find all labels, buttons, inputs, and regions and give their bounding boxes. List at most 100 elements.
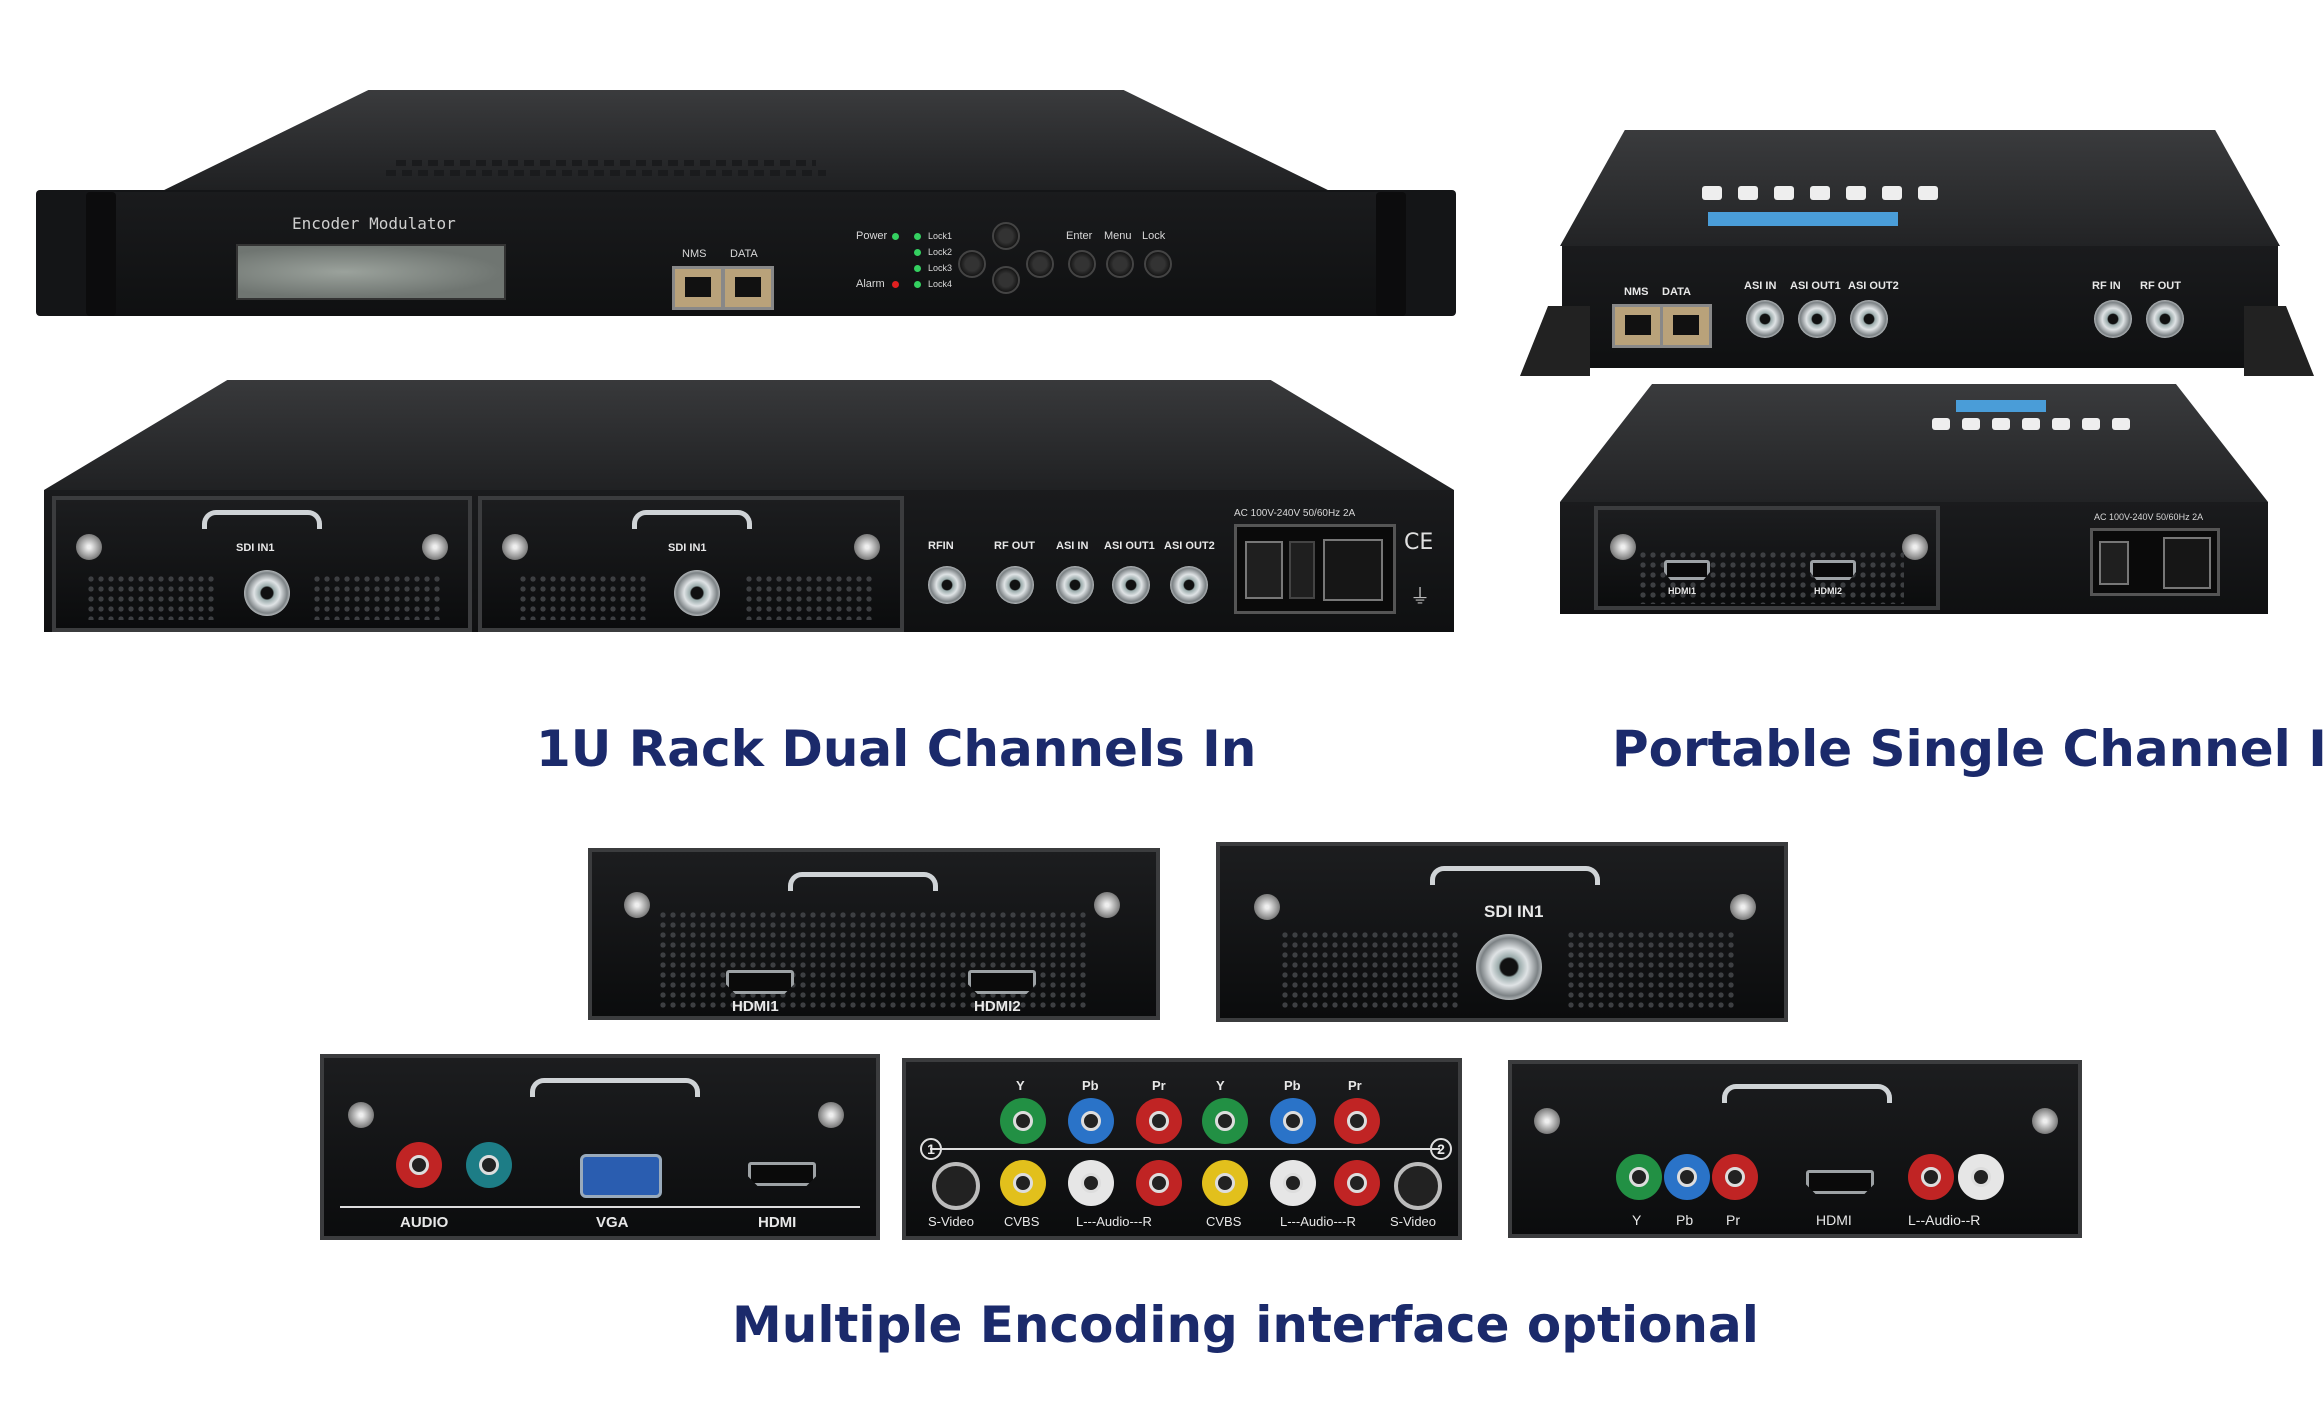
module-handle[interactable] — [530, 1078, 700, 1097]
lock4-label: Lock4 — [928, 279, 953, 289]
power-switch[interactable] — [1245, 541, 1283, 599]
portable-asi-out1-label: ASI OUT1 — [1790, 280, 1841, 292]
audio1-right-jack[interactable] — [1136, 1160, 1182, 1206]
front-title: Encoder Modulator — [292, 214, 456, 233]
component-audio-label: L--Audio--R — [1908, 1212, 1981, 1228]
module-handle[interactable] — [1722, 1084, 1892, 1103]
svideo1-jack[interactable] — [932, 1162, 980, 1210]
asi-out2-connector[interactable] — [1170, 566, 1208, 604]
ypbpr-pr2-jack[interactable] — [1334, 1098, 1380, 1144]
card2-sdi-connector[interactable] — [674, 570, 720, 616]
asi-in-label: ASI IN — [1056, 540, 1089, 552]
cvbs2-jack[interactable] — [1202, 1160, 1248, 1206]
menu-button[interactable] — [1106, 250, 1134, 278]
component-pr-jack[interactable] — [1712, 1154, 1758, 1200]
caption-interfaces: Multiple Encoding interface optional — [732, 1296, 1759, 1354]
component-audio-right-jack[interactable] — [1958, 1154, 2004, 1200]
ypbpr-pb2-jack[interactable] — [1270, 1098, 1316, 1144]
front-data-port[interactable] — [722, 266, 774, 310]
portable-nms-port[interactable] — [1612, 304, 1664, 348]
enter-button[interactable] — [1068, 250, 1096, 278]
portable-asi-out2-connector[interactable] — [1850, 300, 1888, 338]
power-inlet[interactable] — [1323, 539, 1383, 601]
portable-asi-in-label: ASI IN — [1744, 280, 1777, 292]
asi-out2-label: ASI OUT2 — [1164, 540, 1215, 552]
cvbs1-jack[interactable] — [1000, 1160, 1046, 1206]
portable-asi-out1-connector[interactable] — [1798, 300, 1836, 338]
cvbs1-label: CVBS — [1004, 1214, 1040, 1229]
lock2-led — [914, 249, 921, 256]
screw — [624, 892, 650, 918]
screw — [1094, 892, 1120, 918]
svideo2-jack[interactable] — [1394, 1162, 1442, 1210]
lock-button[interactable] — [1144, 250, 1172, 278]
rfout-connector[interactable] — [996, 566, 1034, 604]
front-data-label: DATA — [730, 248, 758, 260]
module-sdi-connector[interactable] — [1476, 934, 1542, 1000]
module-handle[interactable] — [1430, 866, 1600, 885]
lock2-label: Lock2 — [928, 247, 953, 257]
ypbpr-pr1-label: Pr — [1152, 1078, 1166, 1093]
portable-asi-in-connector[interactable] — [1746, 300, 1784, 338]
ce-mark: CE — [1404, 530, 1434, 555]
component-y-jack[interactable] — [1616, 1154, 1662, 1200]
down-arrow-button[interactable] — [992, 266, 1020, 294]
vga-port[interactable] — [580, 1154, 662, 1198]
audio2-right-jack[interactable] — [1334, 1160, 1380, 1206]
ypbpr-pb1-jack[interactable] — [1068, 1098, 1114, 1144]
portable-data-label: DATA — [1662, 286, 1691, 298]
portable-nms-label: NMS — [1624, 286, 1649, 298]
rfin-connector[interactable] — [928, 566, 966, 604]
asi-out1-label: ASI OUT1 — [1104, 540, 1155, 552]
asi-in-connector[interactable] — [1056, 566, 1094, 604]
portable-front-buttons — [1702, 186, 1962, 202]
audio2-left-jack[interactable] — [1270, 1160, 1316, 1206]
av-hdmi-port[interactable] — [748, 1162, 816, 1186]
screw — [502, 534, 528, 560]
audio-label: AUDIO — [400, 1214, 449, 1231]
module-handle[interactable] — [788, 872, 938, 891]
screw — [818, 1102, 844, 1128]
audio-left-jack[interactable] — [396, 1142, 442, 1188]
portable-rf-out-connector[interactable] — [2146, 300, 2184, 338]
screw — [76, 534, 102, 560]
rack-rear-top — [44, 380, 1454, 490]
module-hdmi1-port[interactable] — [726, 970, 794, 994]
card1-sdi-connector[interactable] — [244, 570, 290, 616]
portable2-hdmi2-port[interactable] — [1810, 560, 1856, 580]
card-handle[interactable] — [202, 510, 322, 529]
portable2-hdmi1-port[interactable] — [1664, 560, 1710, 580]
screw — [348, 1102, 374, 1128]
rear-sdi-card-1: SDI IN1 — [52, 496, 472, 632]
module-sdi: SDI IN1 — [1216, 842, 1788, 1022]
portable2-power-module — [2090, 528, 2220, 596]
card-vent — [744, 574, 874, 620]
module-hdmi1-label: HDMI1 — [732, 998, 779, 1015]
ypbpr-y2-label: Y — [1216, 1078, 1225, 1093]
svideo1-label: S-Video — [928, 1214, 975, 1229]
audio1-left-jack[interactable] — [1068, 1160, 1114, 1206]
up-arrow-button[interactable] — [992, 222, 1020, 250]
ypbpr-y1-jack[interactable] — [1000, 1098, 1046, 1144]
audio-right-jack[interactable] — [466, 1142, 512, 1188]
right-arrow-button[interactable] — [1026, 250, 1054, 278]
asi-out1-connector[interactable] — [1112, 566, 1150, 604]
ypbpr-pr1-jack[interactable] — [1136, 1098, 1182, 1144]
card-handle[interactable] — [632, 510, 752, 529]
left-arrow-button[interactable] — [958, 250, 986, 278]
component-hdmi-port[interactable] — [1806, 1170, 1874, 1194]
front-nms-port[interactable] — [672, 266, 724, 310]
component-pb-jack[interactable] — [1664, 1154, 1710, 1200]
ypbpr-y2-jack[interactable] — [1202, 1098, 1248, 1144]
caption-rack: 1U Rack Dual Channels In — [536, 720, 1257, 778]
portable2-power-switch[interactable] — [2099, 541, 2129, 585]
channel2-marker: 2 — [1430, 1138, 1452, 1160]
screw — [1730, 894, 1756, 920]
portable-rf-in-connector[interactable] — [2094, 300, 2132, 338]
menu-button-label: Menu — [1104, 230, 1132, 242]
portable2-power-inlet[interactable] — [2163, 537, 2211, 589]
component-audio-left-jack[interactable] — [1908, 1154, 1954, 1200]
module-hdmi2-port[interactable] — [968, 970, 1036, 994]
portable-data-port[interactable] — [1660, 304, 1712, 348]
cvbs2-label: CVBS — [1206, 1214, 1242, 1229]
